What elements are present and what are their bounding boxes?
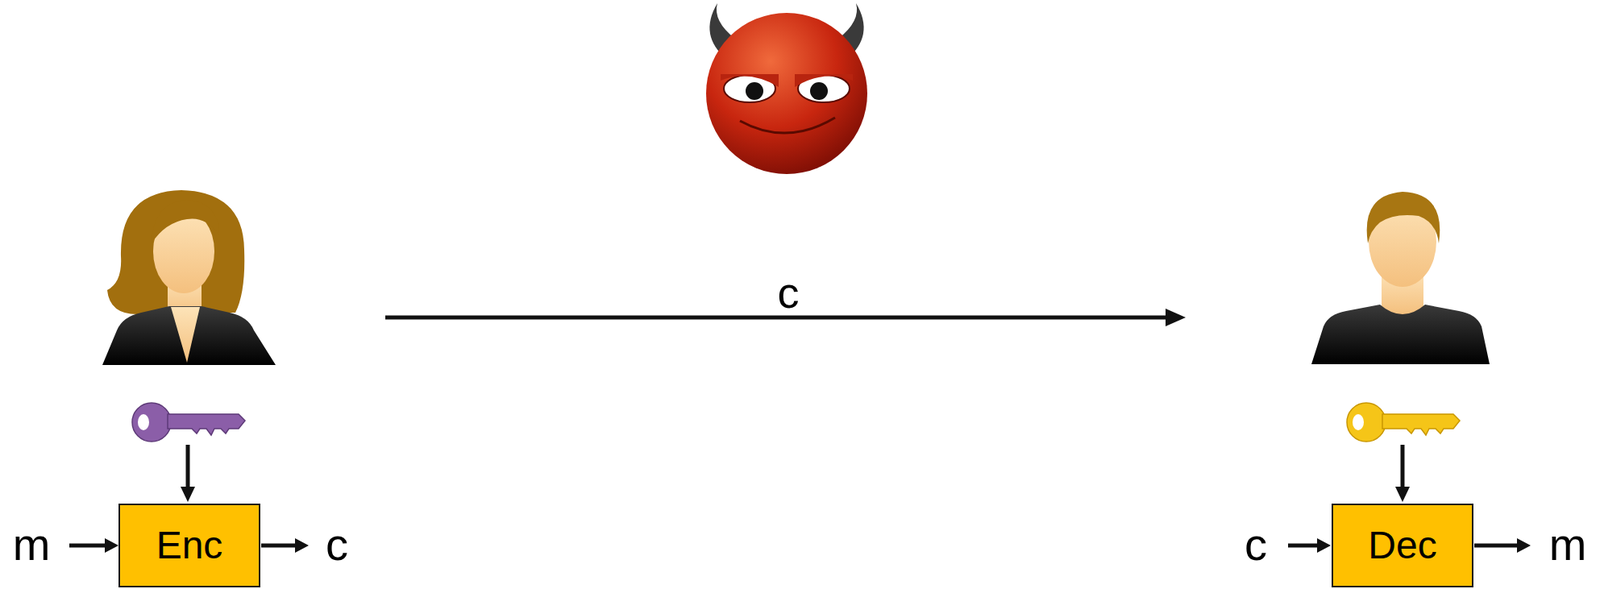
- message-label: m: [1549, 519, 1588, 570]
- decryption-key: [1346, 403, 1460, 442]
- ciphertext-label: c: [325, 519, 349, 570]
- message-label: m: [12, 519, 51, 570]
- receiver-person: [1311, 191, 1490, 365]
- ciphertext-label: c: [777, 269, 800, 317]
- ciphertext-label: c: [1244, 519, 1268, 570]
- encrypt-box: Enc: [118, 503, 261, 588]
- flow-arrows: [69, 308, 1531, 553]
- box-label: Enc: [156, 524, 224, 568]
- sender-person: [102, 190, 276, 366]
- adversary-devil: [706, 3, 868, 175]
- box-label: Dec: [1367, 524, 1437, 568]
- encryption-key: [132, 403, 246, 442]
- decrypt-box: Dec: [1331, 503, 1474, 588]
